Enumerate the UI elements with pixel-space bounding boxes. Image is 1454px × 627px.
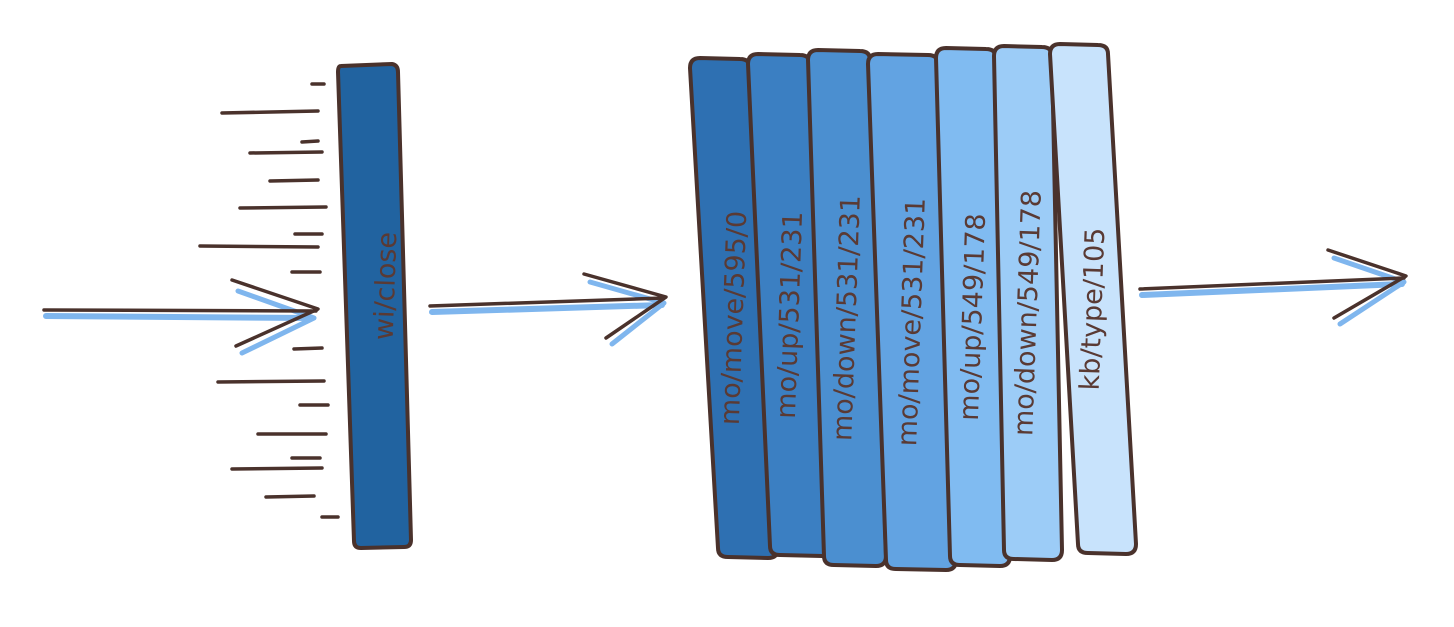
blocker-bar: wi/close [336, 62, 413, 550]
event-bar: kb/type/105 [1048, 42, 1138, 556]
event-bar-label: kb/type/105 [1075, 227, 1112, 391]
event-bar-label: mo/move/595/0 [715, 210, 753, 425]
blocker-rect [336, 62, 413, 550]
event-bar-label: mo/up/531/231 [771, 211, 809, 419]
event-bar-label: mo/up/549/178 [954, 213, 992, 421]
arrow-right-icon [1138, 248, 1408, 327]
event-bar-rect [806, 48, 888, 568]
arrow-right-icon [42, 278, 320, 356]
event-bar: mo/down/531/231 [806, 48, 888, 568]
event-bar: mo/down/549/178 [992, 44, 1064, 562]
event-bar: mo/move/531/231 [866, 52, 958, 572]
arrow-right-icon [428, 272, 668, 347]
event-bar: mo/up/549/178 [934, 46, 1012, 568]
event-bar-rect [1048, 42, 1138, 556]
blocker-label: wi/close [369, 231, 404, 340]
speed-lines-icon [198, 82, 340, 519]
